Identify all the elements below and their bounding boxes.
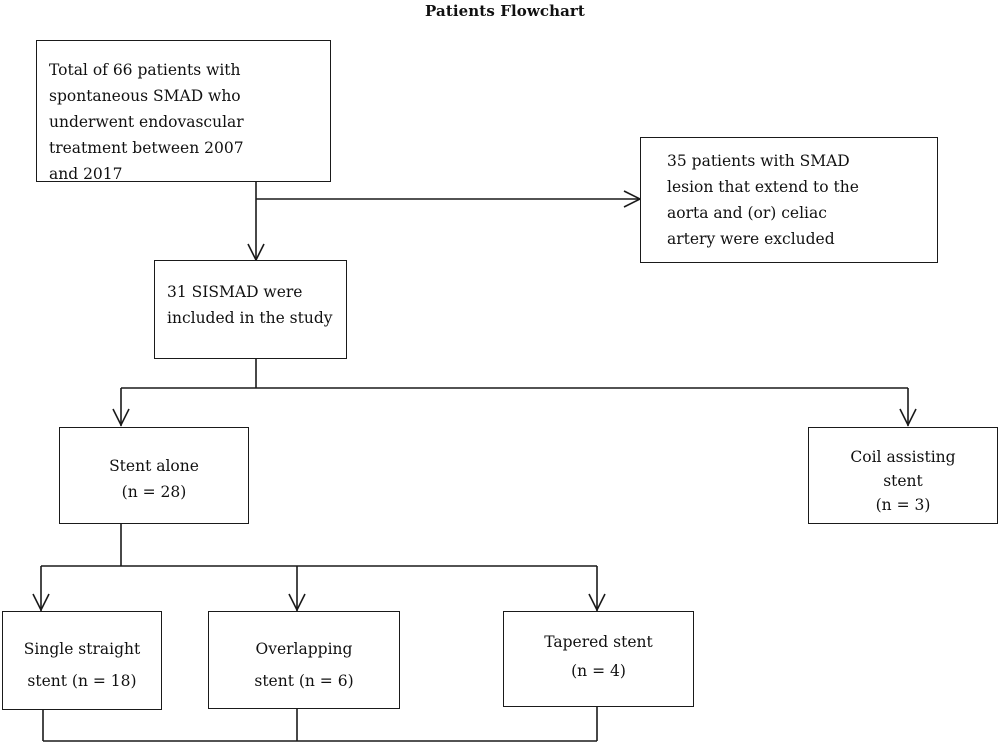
- box-excluded-line: aorta and (or) celiac: [667, 204, 827, 222]
- box-included-line: 31 SISMAD were: [167, 283, 303, 301]
- box-tapered-line: Tapered stent: [544, 633, 653, 651]
- box-excluded-line: lesion that extend to the: [667, 178, 859, 196]
- box-total-line: and 2017: [49, 165, 123, 183]
- box-total-line: treatment between 2007: [49, 139, 244, 157]
- box-excluded-line: 35 patients with SMAD: [667, 152, 850, 170]
- box-total-line: Total of 66 patients with: [49, 61, 241, 79]
- box-overlapping: Overlapping stent (n = 6): [208, 611, 400, 709]
- arrowhead-single: [32, 593, 50, 612]
- box-overlapping-line: stent (n = 6): [254, 672, 354, 690]
- box-stent-alone-line: (n = 28): [121, 483, 187, 501]
- arrowhead-stent-alone: [112, 408, 130, 427]
- box-tapered: Tapered stent (n = 4): [503, 611, 694, 707]
- box-excluded: 35 patients with SMAD lesion that extend…: [640, 137, 938, 263]
- box-total-line: underwent endovascular: [49, 113, 244, 131]
- diagram-title: Patients Flowchart: [425, 2, 585, 20]
- arrowhead-coil: [899, 408, 917, 427]
- box-total-patients: Total of 66 patients with spontaneous SM…: [36, 40, 331, 183]
- box-coil-line: stent: [883, 472, 923, 490]
- box-included-line: included in the study: [167, 309, 333, 327]
- box-overlapping-line: Overlapping: [255, 640, 353, 658]
- box-coil-line: Coil assisting: [850, 448, 956, 466]
- arrowhead-tapered: [588, 593, 606, 612]
- box-coil-assisting: Coil assisting stent (n = 3): [808, 427, 998, 524]
- box-included: 31 SISMAD were included in the study: [154, 260, 347, 359]
- box-stent-alone: Stent alone (n = 28): [59, 427, 249, 524]
- box-total-line: spontaneous SMAD who: [49, 87, 241, 105]
- box-single-straight: Single straight stent (n = 18): [2, 611, 162, 710]
- box-single-line: Single straight: [23, 640, 141, 658]
- arrowhead-overlapping: [288, 593, 306, 612]
- box-coil-line: (n = 3): [875, 496, 931, 514]
- box-tapered-line: (n = 4): [571, 662, 626, 680]
- box-single-line: stent (n = 18): [27, 672, 137, 690]
- box-excluded-line: artery were excluded: [667, 230, 835, 248]
- box-stent-alone-line: Stent alone: [109, 457, 199, 475]
